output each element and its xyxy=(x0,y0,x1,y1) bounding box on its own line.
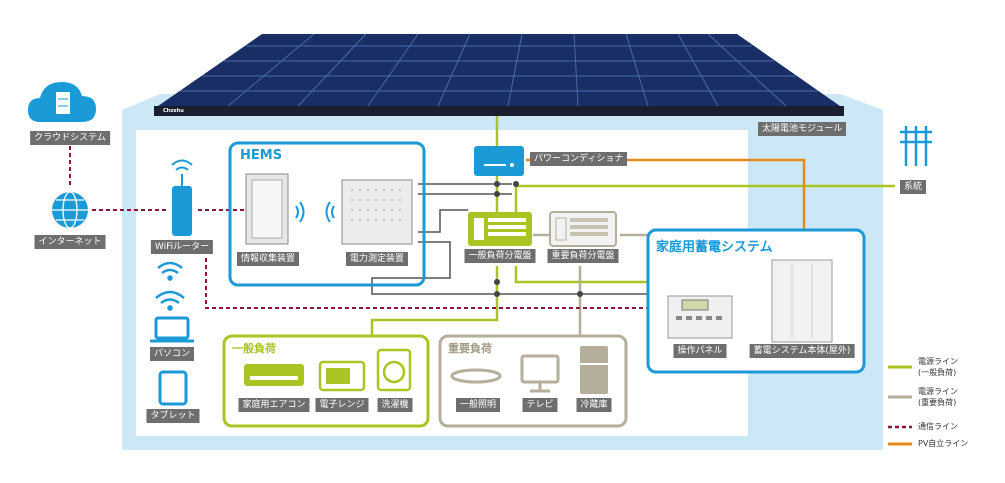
meter-label: 電力測定装置 xyxy=(345,252,409,266)
pc-label: パソコン xyxy=(149,347,195,361)
cloud-label: クラウドシステム xyxy=(30,131,110,145)
general-load-title: 一般負荷 xyxy=(232,342,276,355)
microwave-label: 電子レンジ xyxy=(315,398,369,412)
solar-panel-array xyxy=(158,34,840,106)
solar-brand-label: Choshu xyxy=(163,108,184,114)
washer-label: 洗濯機 xyxy=(377,398,413,412)
lighting-label: 一般照明 xyxy=(455,398,501,412)
internet-icon xyxy=(52,191,88,229)
hems-title: HEMS xyxy=(240,148,283,163)
collector-label: 情報収集装置 xyxy=(236,252,300,266)
legend-important-power: 電源ライン (重要負荷) xyxy=(918,387,958,407)
laptop-icon xyxy=(154,316,190,340)
hems-frame xyxy=(228,141,426,287)
panel-label: 操作パネル xyxy=(673,344,727,358)
router-icon xyxy=(172,186,192,236)
storage-title: 家庭用蓄電システム xyxy=(656,240,773,255)
general-board-label: 一般負荷分電盤 xyxy=(464,249,536,263)
fridge-label: 冷蔵庫 xyxy=(576,398,612,412)
aircon-label: 家庭用エアコン xyxy=(238,398,310,412)
grid-pole-icon xyxy=(900,126,932,166)
solar-frame-bar xyxy=(154,106,844,116)
legend-general-power: 電源ライン (一般負荷) xyxy=(918,357,958,377)
pcs-label: パワーコンディショナ xyxy=(530,152,628,166)
legend-comm: 通信ライン xyxy=(918,422,958,431)
grid-label: 系統 xyxy=(900,180,927,194)
solar-label: 太陽電池モジュール xyxy=(758,122,847,136)
legend-pv: PV自立ライン xyxy=(918,439,969,448)
important-load-title: 重要負荷 xyxy=(448,342,492,355)
storage-unit-label: 蓄電システム本体(屋外) xyxy=(749,344,855,358)
power-conditioner-device xyxy=(474,146,524,176)
tv-label: テレビ xyxy=(522,398,558,412)
tablet-label: タブレット xyxy=(146,409,200,423)
internet-label: インターネット xyxy=(34,235,106,249)
tablet-icon xyxy=(158,370,188,406)
important-board-label: 重要負荷分電盤 xyxy=(547,249,619,263)
router-label: WiFiルーター xyxy=(150,240,214,254)
